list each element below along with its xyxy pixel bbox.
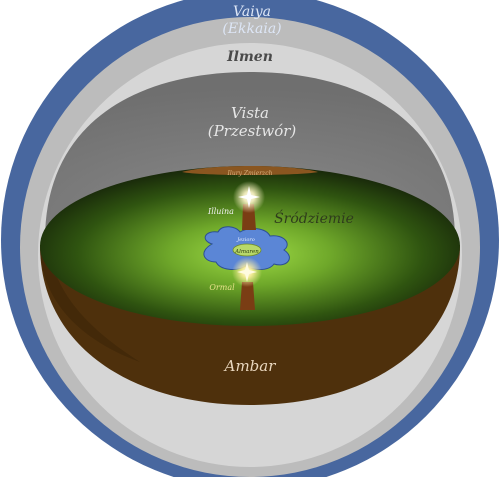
label-vista: Vista	[231, 104, 269, 122]
almaren-island	[232, 243, 262, 257]
label-ekkaia: (Ekkaia)	[222, 21, 281, 37]
label-middle-earth: Śródziemie	[274, 209, 354, 227]
label-vaiya: Vaiya	[233, 4, 271, 20]
label-lake: Jezioro	[236, 237, 255, 243]
label-walls: Ilury Zmierzch	[227, 170, 273, 177]
label-almaren: Almaren	[234, 249, 259, 255]
label-illuin: Illuina	[207, 207, 234, 216]
ormal-pillar	[240, 282, 255, 310]
label-ilmen: Ilmen	[226, 49, 273, 65]
label-przestwor: (Przestwór)	[208, 122, 297, 140]
label-ormal: Ormal	[209, 283, 235, 292]
ormal-star-icon	[237, 262, 257, 282]
label-ambar: Ambar	[223, 357, 277, 375]
illuin-star-icon	[238, 186, 260, 208]
walls-ridge	[182, 166, 318, 175]
